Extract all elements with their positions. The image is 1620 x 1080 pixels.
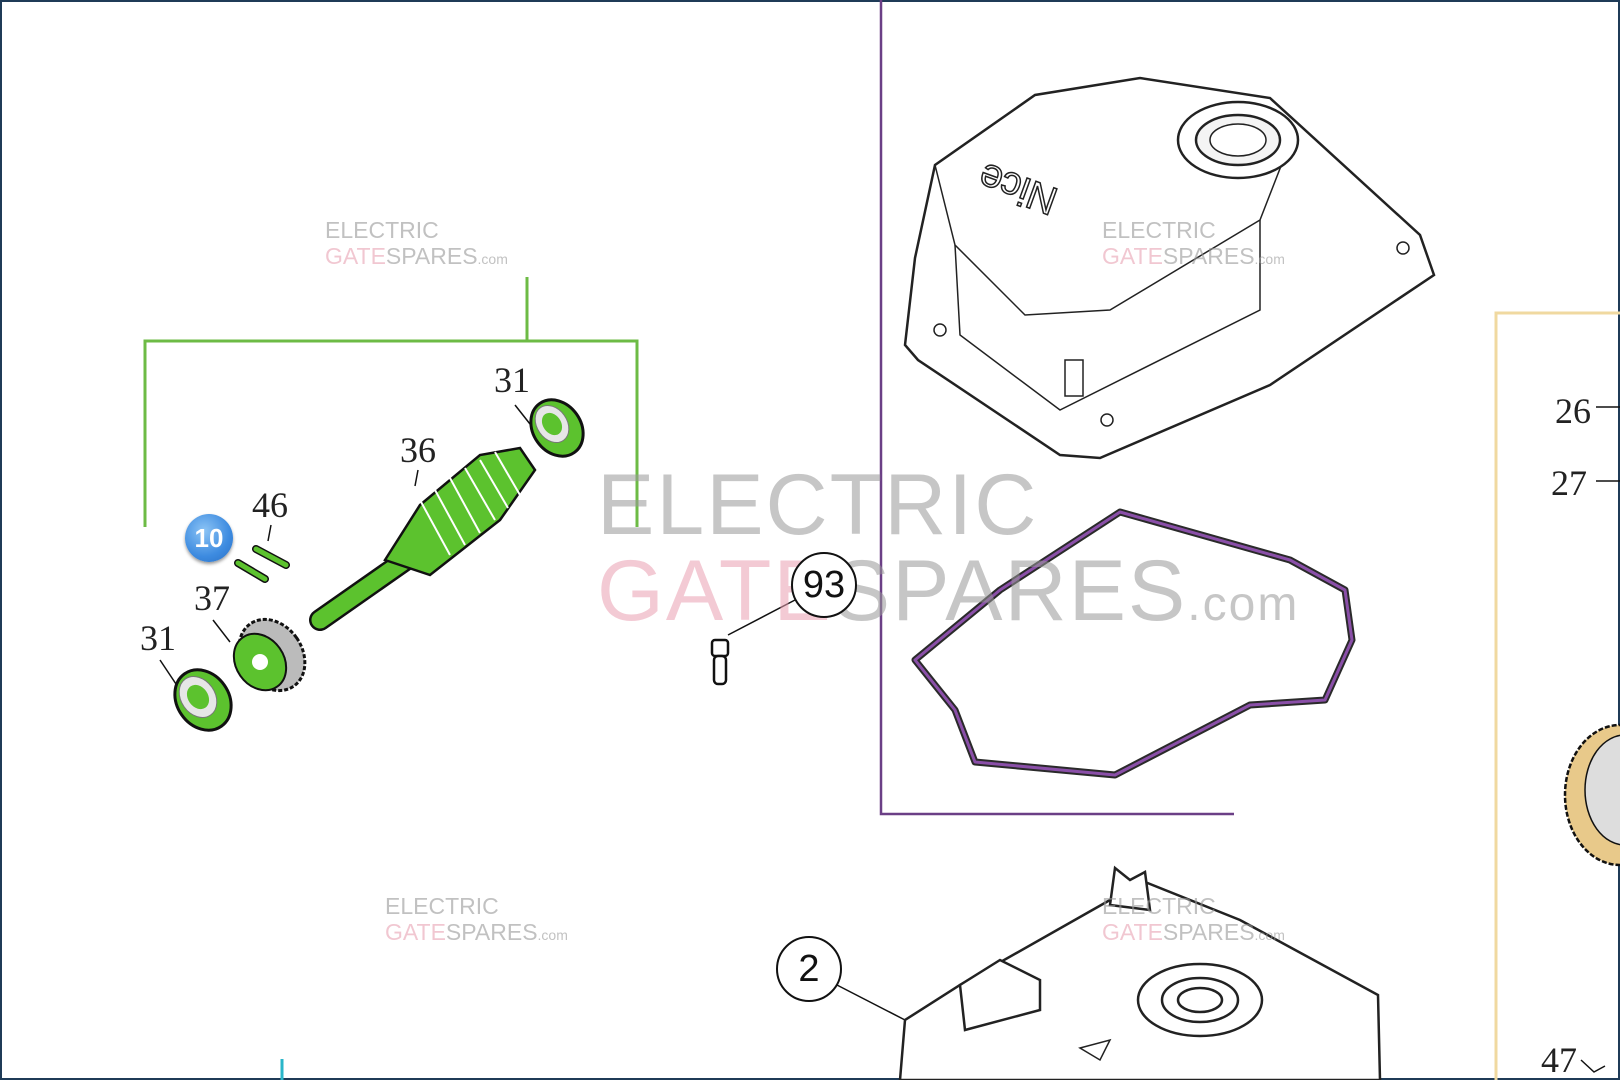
bearing-31-top [529, 398, 585, 458]
kit-badge-10[interactable]: 10 [185, 514, 233, 562]
callout-27[interactable]: 27 [1551, 463, 1587, 503]
gear-37 [232, 617, 307, 693]
callout-26[interactable]: 26 [1555, 391, 1591, 431]
output-gear [1563, 723, 1620, 867]
callout-36[interactable]: 36 [400, 430, 436, 470]
callout-31-bottom[interactable]: 31 [140, 618, 176, 658]
screw-93 [710, 638, 730, 686]
base-housing [898, 865, 1382, 1080]
callout-93[interactable]: 93 [791, 552, 857, 618]
watermark-small: ELECTRIC GATESPARES.com [1102, 217, 1285, 269]
callout-2[interactable]: 2 [776, 936, 842, 1002]
bearing-31-bottom [173, 668, 233, 732]
worm-shaft-36 [309, 446, 537, 631]
watermark-small: ELECTRIC GATESPARES.com [385, 893, 568, 945]
leader-lines [159, 404, 1620, 1073]
callout-37[interactable]: 37 [194, 578, 230, 618]
kit-bracket [143, 277, 639, 527]
watermark-large: ELECTRIC GATESPARES.com [597, 457, 1300, 639]
motor-cover [903, 76, 1436, 460]
callout-46[interactable]: 46 [252, 485, 288, 525]
gear-group-frame [1494, 311, 1620, 1080]
cover-group-frame [879, 0, 1234, 816]
callout-47[interactable]: 47 [1541, 1040, 1577, 1080]
callout-31-top[interactable]: 31 [494, 360, 530, 400]
watermark-small: ELECTRIC GATESPARES.com [1102, 893, 1285, 945]
watermark-small: ELECTRIC GATESPARES.com [325, 217, 508, 269]
